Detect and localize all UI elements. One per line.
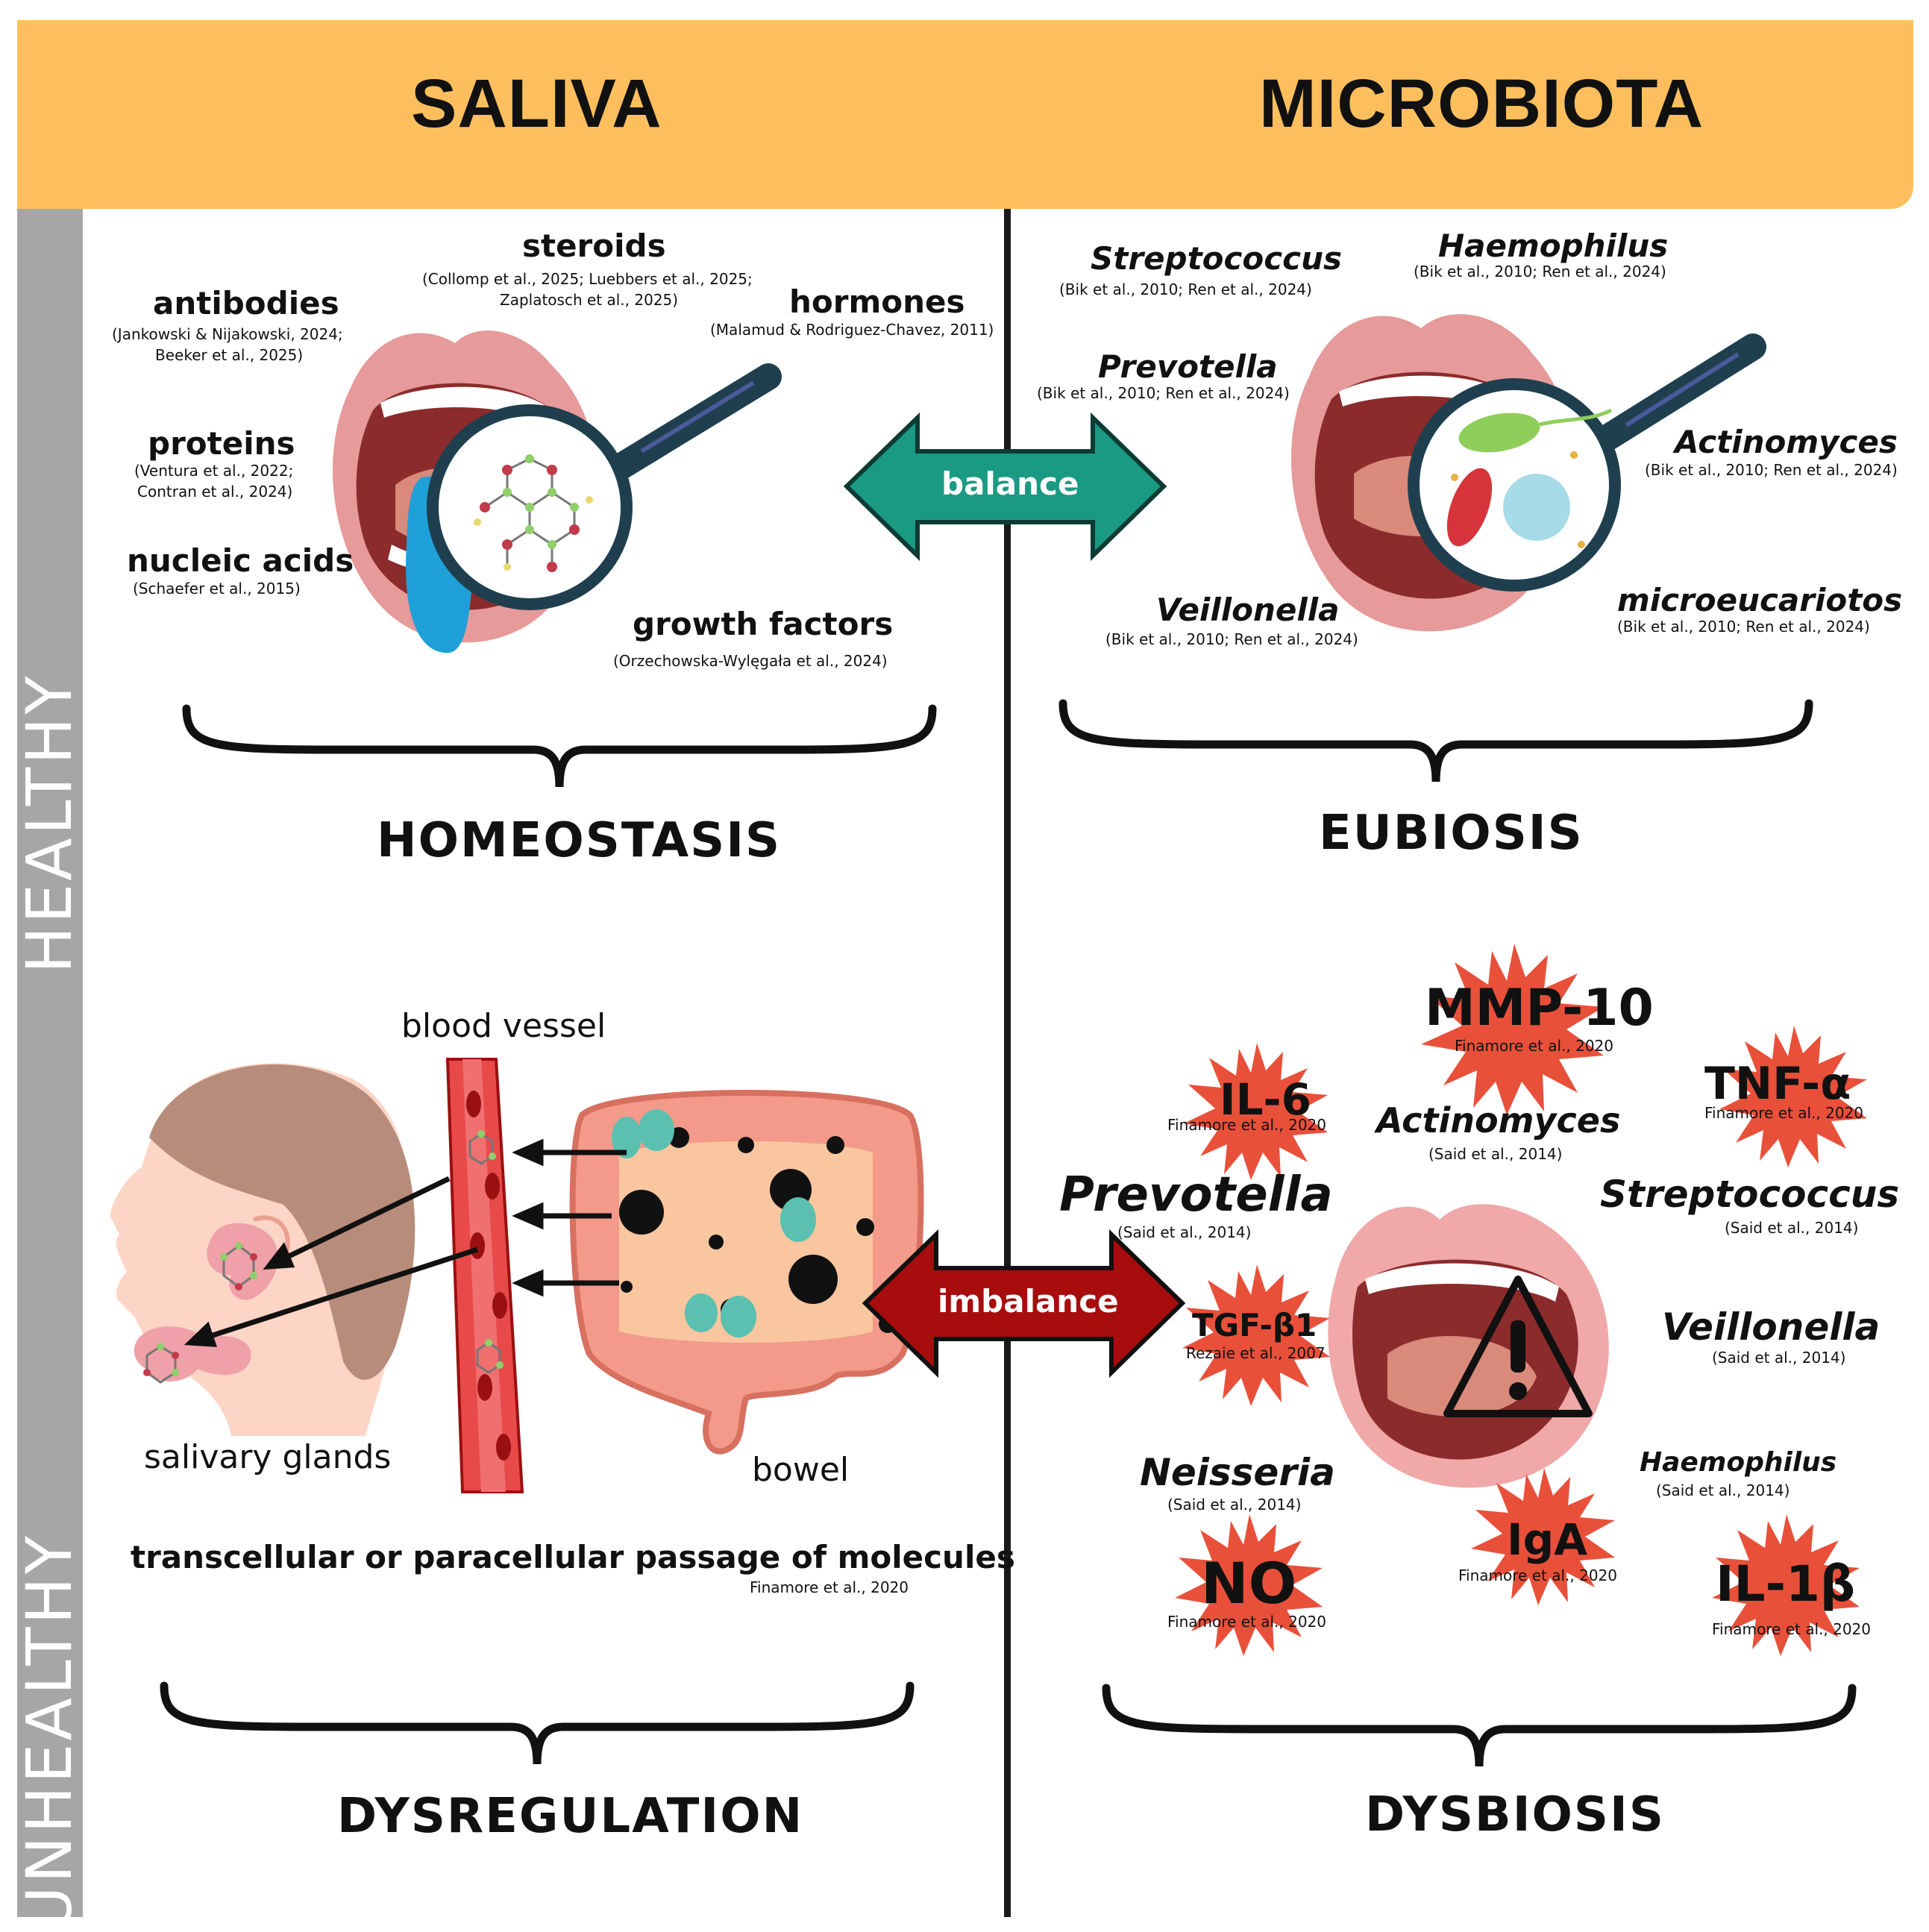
unhealthy-taxon-neisseria: Neisseria xyxy=(1140,1451,1335,1494)
healthy-label: HEALTHY xyxy=(13,673,86,973)
marker-il6: IL-6 xyxy=(1220,1074,1311,1125)
hormones-label: hormones xyxy=(789,283,965,320)
proteins-ref: (Ventura et al., 2022; xyxy=(134,462,294,480)
microbiota-title: MICROBIOTA xyxy=(1259,66,1704,142)
burst-tgfb1 xyxy=(1182,1264,1330,1406)
steroids-ref-2: Zaplatosch et al., 2025) xyxy=(500,291,679,309)
unhealthy-taxon-streptococcus: Streptococcus xyxy=(1600,1173,1900,1216)
healthy-taxon-microeucariotos-ref: (Bik et al., 2010; Ren et al., 2024) xyxy=(1617,618,1870,636)
healthy-taxon-prevotella-ref: (Bik et al., 2010; Ren et al., 2024) xyxy=(1037,384,1290,402)
healthy-taxon-actinomyces: Actinomyces xyxy=(1675,424,1898,460)
marker-no-ref: Finamore et al., 2020 xyxy=(1167,1613,1326,1631)
nucleic-acids-ref: (Schaefer et al., 2015) xyxy=(133,580,301,598)
balance-arrow xyxy=(843,412,1167,562)
healthy-taxon-prevotella: Prevotella xyxy=(1098,348,1278,385)
nucleic-acids-label: nucleic acids xyxy=(127,542,354,579)
unhealthy-label: UNHEALTHY xyxy=(13,1532,86,1932)
marker-no: NO xyxy=(1201,1550,1297,1616)
growth-factors-ref: (Orzechowska-Wylęgała et al., 2024) xyxy=(613,652,888,670)
microbes-magnifier-icon xyxy=(1408,333,1766,592)
imbalance-label: imbalance xyxy=(938,1283,1119,1320)
unhealthy-taxon-haemophilus-ref: (Said et al., 2014) xyxy=(1656,1481,1790,1499)
eubiosis-label: EUBIOSIS xyxy=(1319,806,1584,861)
unhealthy-taxon-prevotella-ref: (Said et al., 2014) xyxy=(1117,1223,1252,1241)
marker-iga: IgA xyxy=(1507,1514,1587,1565)
unhealthy-taxon-neisseria-ref: (Said et al., 2014) xyxy=(1167,1496,1302,1514)
homeostasis-label: HOMEOSTASIS xyxy=(377,813,782,868)
salivary-gland-icon-2 xyxy=(134,1326,251,1384)
molecule-icon xyxy=(474,454,593,572)
balance-label: balance xyxy=(941,465,1079,502)
antibodies-ref-2: Beeker et al., 2025) xyxy=(155,346,304,364)
marker-tgfb1: TGF-β1 xyxy=(1192,1307,1317,1343)
antibodies-ref: (Jankowski & Nijakowski, 2024; xyxy=(112,325,343,343)
burst-il6 xyxy=(1184,1043,1328,1180)
healthy-taxon-microeucariotos: microeucariotos xyxy=(1617,582,1903,618)
unhealthy-taxon-veillonella-ref: (Said et al., 2014) xyxy=(1712,1349,1846,1367)
marker-iga-ref: Finamore et al., 2020 xyxy=(1458,1566,1617,1584)
healthy-taxon-veillonella: Veillonella xyxy=(1156,592,1340,628)
marker-il6-ref: Finamore et al., 2020 xyxy=(1167,1116,1326,1134)
growth-factors-label: growth factors xyxy=(633,606,894,642)
marker-tnfa: TNF-α xyxy=(1704,1058,1851,1110)
healthy-taxon-streptococcus-ref: (Bik et al., 2010; Ren et al., 2024) xyxy=(1059,280,1312,298)
unhealthy-taxon-prevotella: Prevotella xyxy=(1059,1167,1333,1223)
saliva-title: SALIVA xyxy=(411,66,662,142)
marker-il1b: IL-1β xyxy=(1716,1555,1856,1613)
marker-mmp10: MMP-10 xyxy=(1425,979,1654,1038)
marker-tnfa-ref: Finamore et al., 2020 xyxy=(1704,1104,1863,1122)
marker-il1b-ref: Finamore et al., 2020 xyxy=(1712,1620,1871,1638)
healthy-taxon-veillonella-ref: (Bik et al., 2010; Ren et al., 2024) xyxy=(1105,630,1358,648)
marker-tgfb1-ref: Rezaie et al., 2007 xyxy=(1186,1344,1326,1362)
unhealthy-taxon-actinomyces: Actinomyces xyxy=(1376,1100,1621,1141)
bowel-label: bowel xyxy=(752,1451,850,1489)
imbalance-arrow xyxy=(862,1229,1186,1379)
dysbiosis-label: DYSBIOSIS xyxy=(1365,1787,1665,1842)
marker-mmp10-ref: Finamore et al., 2020 xyxy=(1455,1037,1613,1055)
header-bar: SALIVA MICROBIOTA xyxy=(17,20,1913,209)
unhealthy-taxon-actinomyces-ref: (Said et al., 2014) xyxy=(1428,1145,1563,1163)
passage-label: transcellular or paracellular passage of… xyxy=(131,1539,1015,1575)
brace-eubiosis xyxy=(1058,699,1813,782)
burst-tnfa xyxy=(1719,1026,1867,1167)
warning-icon xyxy=(1443,1276,1593,1417)
healthy-taxon-haemophilus: Haemophilus xyxy=(1438,228,1669,264)
steroids-label: steroids xyxy=(522,228,666,264)
blood-vessel-label: blood vessel xyxy=(401,1007,606,1045)
proteins-ref-2: Contran et al., 2024) xyxy=(137,483,293,501)
bowel-icon xyxy=(569,1090,924,1455)
antibodies-label: antibodies xyxy=(153,285,339,322)
unhealthy-taxon-veillonella: Veillonella xyxy=(1662,1305,1881,1349)
brace-homeostasis xyxy=(182,704,937,788)
healthy-taxon-actinomyces-ref: (Bik et al., 2010; Ren et al., 2024) xyxy=(1645,461,1898,479)
burst-il1b xyxy=(1712,1514,1860,1656)
burst-iga xyxy=(1471,1468,1615,1605)
row-label-sidebar: HEALTHY UNHEALTHY xyxy=(13,209,86,1932)
proteins-label: proteins xyxy=(148,425,295,462)
unhealthy-taxon-haemophilus: Haemophilus xyxy=(1640,1447,1837,1478)
burst-no xyxy=(1175,1514,1323,1656)
unhealthy-taxon-streptococcus-ref: (Said et al., 2014) xyxy=(1725,1219,1859,1237)
brace-dysbiosis xyxy=(1102,1684,1857,1767)
center-divider xyxy=(1004,209,1011,1917)
steroids-ref: (Collomp et al., 2025; Luebbers et al., … xyxy=(422,270,753,288)
passage-ref: Finamore et al., 2020 xyxy=(750,1578,909,1596)
salivary-gland-icon xyxy=(207,1223,278,1300)
hormones-ref: (Malamud & Rodriguez-Chavez, 2011) xyxy=(710,321,994,339)
healthy-taxon-streptococcus: Streptococcus xyxy=(1091,240,1342,277)
burst-mmp10 xyxy=(1421,944,1604,1115)
healthy-taxon-haemophilus-ref: (Bik et al., 2010; Ren et al., 2024) xyxy=(1414,263,1666,280)
brace-dysregulation xyxy=(160,1681,915,1765)
mouth-warning-icon xyxy=(1328,1204,1609,1488)
blood-vessel-icon xyxy=(445,1058,524,1493)
dysregulation-label: DYSREGULATION xyxy=(337,1789,804,1844)
salivary-glands-label: salivary glands xyxy=(144,1438,392,1476)
arrows-transport xyxy=(184,1138,627,1347)
